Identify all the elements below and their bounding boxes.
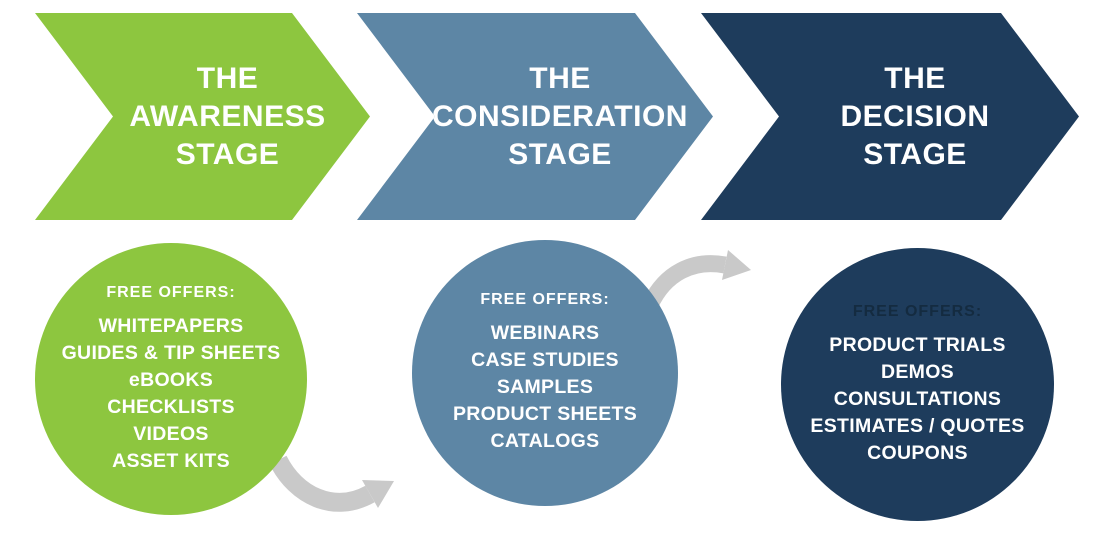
offer-item: SAMPLES <box>496 376 594 398</box>
stage-chevron-consideration: THE CONSIDERATION STAGE <box>357 13 713 220</box>
offer-item: ESTIMATES / QUOTES <box>810 414 1025 437</box>
offer-item: PRODUCT TRIALS <box>829 333 1006 356</box>
offer-item: CONSULTATIONS <box>833 387 1002 410</box>
stage-chevron-decision: THE DECISION STAGE <box>701 13 1079 220</box>
offer-item: WEBINARS <box>490 322 600 344</box>
stage-label-line: THE <box>884 61 946 95</box>
stage-label-line: STAGE <box>508 137 612 171</box>
offers-heading: FREE OFFERS: <box>106 283 236 301</box>
stage-label-line: AWARENESS <box>129 99 326 133</box>
offer-item: CHECKLISTS <box>107 395 235 418</box>
offer-item: DEMOS <box>880 360 954 383</box>
offer-item: PRODUCT SHEETS <box>452 403 638 425</box>
offers-circle-decision: FREE OFFERS: PRODUCT TRIALS DEMOS CONSUL… <box>781 248 1054 521</box>
offer-item: GUIDES & TIP SHEETS <box>61 341 281 364</box>
stage-label-line: CONSIDERATION <box>432 99 688 133</box>
offers-heading: FREE OFFERS: <box>480 291 610 308</box>
offer-item: ASSET KITS <box>112 449 230 472</box>
offers-heading: FREE OFFERS: <box>852 302 983 320</box>
offer-item: eBOOKS <box>128 368 214 391</box>
offers-circle-awareness: FREE OFFERS: WHITEPAPERS GUIDES & TIP SH… <box>35 243 307 515</box>
offer-item: VIDEOS <box>133 422 209 445</box>
stage-label-line: STAGE <box>863 137 967 171</box>
offer-item: CATALOGS <box>490 430 600 452</box>
curved-arrow-icon <box>643 247 773 321</box>
offers-circle-consideration: FREE OFFERS: WEBINARS CASE STUDIES SAMPL… <box>412 240 678 506</box>
stage-label-line: THE <box>196 61 259 95</box>
stage-label-line: STAGE <box>175 137 280 171</box>
offer-item: WHITEPAPERS <box>98 314 244 337</box>
stage-chevron-awareness: THE AWARENESS STAGE <box>35 13 370 220</box>
offer-item: CASE STUDIES <box>471 349 619 371</box>
offer-item: COUPONS <box>867 441 968 464</box>
stage-label-line: DECISION <box>840 99 990 133</box>
curved-arrow-icon <box>272 442 422 524</box>
stage-label-line: THE <box>529 61 591 95</box>
